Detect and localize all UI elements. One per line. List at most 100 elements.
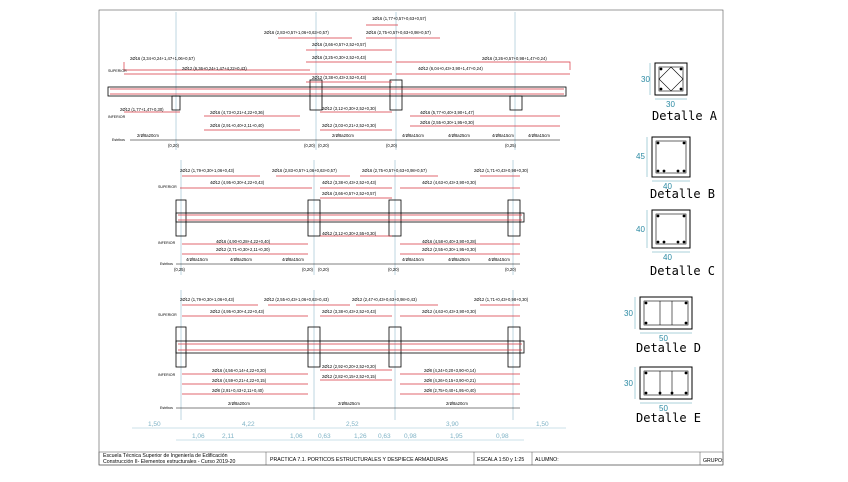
rebar-label: 2Ø12 (4,63+0,43+3,90+0,30) [422, 309, 477, 314]
section-label: INFERIOR [158, 373, 176, 377]
dim-label: (0,20) [302, 267, 314, 272]
grid-dim: 1,06 [290, 433, 303, 440]
rebar-label: 4Ø12 (3,38+0,43+2,52+0,43) [322, 180, 377, 185]
grid-dim: 2,52 [346, 421, 359, 428]
rebar-label: 2Ø16 (4,59+0,21+4,22+0,15) [212, 378, 267, 383]
rebar-label: 2Ø12 (3,38+0,43+2,52+0,43) [322, 309, 377, 314]
grid-dim: 0,98 [496, 433, 509, 440]
detail-c [646, 209, 691, 253]
detail-b [646, 136, 691, 182]
rebar-label: 4Ø16 (4,90+0,28+4,22+0,40) [216, 239, 271, 244]
dim-label: (0,20) [386, 143, 398, 148]
stirrup-label: 4rØ8a15cm [488, 257, 510, 262]
stirrup-label: 4rØ8a25cm [230, 257, 252, 262]
detail-dim: 30 [641, 75, 650, 84]
column-stub [507, 199, 521, 237]
column-stub [388, 199, 402, 237]
rebar-label: 2Ø16 (2,75+0,57+0,63+0,98+0,57) [366, 30, 431, 35]
rebar-label: 2Ø12 (2,82+0,15+2,52+0,15) [322, 374, 377, 379]
column-stub [509, 95, 523, 111]
detail-dim: 45 [636, 152, 645, 161]
practice-title: PRACTICA 7.1. PORTICOS ESTRUCTURALES Y D… [270, 457, 448, 463]
section-label: Estribos [160, 406, 173, 410]
stirrup-label: 4rØ8a25cm [448, 257, 470, 262]
stirrup-label: 4rØ8a15cm [528, 133, 550, 138]
column-stub [307, 199, 321, 237]
detail-a [649, 62, 688, 100]
grid-dim: 3,90 [446, 421, 459, 428]
rebar-label: 2Ø16 (4,56+0,14+4,22+0,20) [212, 368, 267, 373]
rebar-label: 4Ø12 (3,12+0,30+2,55+0,30) [322, 231, 377, 236]
grid-dim: 0,63 [318, 433, 331, 440]
rebar-label: 4Ø16 (5,77+0,40+3,90+1,47) [420, 110, 475, 115]
frame-2: 2Ø12 (1,79+0,30+1,06+0,43) 2Ø16 (2,83+0,… [158, 160, 529, 275]
rebar-line [123, 62, 310, 71]
rebar-label: 1Ø16 (1,77+0,57+0,63+0,57) [372, 16, 427, 21]
grid-dim: 1,50 [536, 421, 549, 428]
rebar-label: 2Ø16 (3,25+0,30+2,52+0,43) [312, 55, 367, 60]
group-label: GRUPO: [703, 458, 723, 464]
dim-label: (0,20) [304, 143, 316, 148]
stirrup-label: 2rØ8a20cm [332, 133, 354, 138]
rebar-label: 2Ø16 (3,34+0,24+1,47+1,06+0,57) [130, 56, 195, 61]
rebar-label: 2Ø16 (2,83+0,57+1,06+0,63+0,57) [264, 30, 329, 35]
detail-title: Detalle E [636, 411, 701, 425]
stirrup-label: 4rØ8a15cm [186, 257, 208, 262]
grid-dim: 1,26 [354, 433, 367, 440]
grid-dim: 0,98 [404, 433, 417, 440]
rebar-label: 2Ø12 (2,47+0,43+0,63+0,98+0,43) [352, 297, 417, 302]
rebar-label: 4Ø12 (4,63+0,43+3,90+0,30) [422, 180, 477, 185]
rebar-label: 2Ø16 (2,75+0,57+0,63+0,98+0,57) [362, 168, 427, 173]
detail-dim: 30 [624, 379, 633, 388]
course-name: Construcción II- Elementos estructurales… [103, 459, 235, 465]
section-label: SUPERIOR [158, 185, 177, 189]
sheet-border [98, 9, 724, 466]
rebar-label: 2Ø8 (2,91+0,43+2,11+0,40) [212, 388, 264, 393]
column-stub [175, 326, 187, 368]
rebar-line [396, 61, 571, 70]
detail-d [634, 296, 693, 334]
dim-label: (0,25) [174, 267, 186, 272]
grid-dim: 0,63 [378, 433, 391, 440]
stirrup-label: 4rØ8a15cm [402, 257, 424, 262]
detail-e [634, 366, 693, 404]
title-block [98, 451, 724, 466]
column-stub [307, 326, 321, 368]
rebar-label: 2Ø12 (4,95+0,30+4,22+0,43) [210, 309, 265, 314]
stirrup-label: 4rØ8a25cm [448, 133, 470, 138]
stirrup-label: 4rØ8a15cm [492, 133, 514, 138]
rebar-label: 2Ø12 (2,71+0,30+2,11+0,30) [216, 247, 270, 252]
rebar-label: 4Ø16 (4,58+0,40+3,90+0,28) [422, 239, 477, 244]
detail-title: Detalle D [636, 341, 701, 355]
detail-dim: 50 [659, 334, 668, 343]
section-label: Estribos [112, 138, 125, 142]
detail-dim: 30 [624, 309, 633, 318]
column-stub [171, 95, 181, 111]
detail-dim: 40 [663, 253, 672, 262]
stirrup-label: 4rØ8a15cm [402, 133, 424, 138]
section-label: SUPERIOR [108, 69, 127, 73]
rebar-label: 2Ø12 (3,12+0,30+2,52+0,30) [322, 106, 377, 111]
rebar-label: 2Ø12 (1,79+0,30+1,06+0,43) [180, 297, 235, 302]
dim-label: (0,20) [168, 143, 180, 148]
beam [107, 86, 567, 97]
dim-label: (0,25) [505, 143, 517, 148]
detail-dim: 30 [666, 100, 675, 109]
rebar-label: 2Ø12 (2,92+0,20+2,52+0,20) [322, 364, 377, 369]
beam [175, 212, 525, 223]
rebar-label: 2Ø12 (3,03+0,21+2,52+0,30) [322, 123, 377, 128]
scale-label: ESCALA 1:50 y 1:25 [477, 457, 524, 463]
rebar-label: 4Ø12 (6,04+0,43+3,90+1,47+0,24) [418, 66, 483, 71]
rebar-label: 2Ø12 (2,55+0,43+1,06+0,63+0,43) [264, 297, 329, 302]
rebar-label: 2Ø16 (3,66+0,57+2,52+0,57) [312, 42, 367, 47]
section-label: INFERIOR [158, 241, 176, 245]
rebar-label: 2Ø12 (2,55+0,30+1,95+0,30) [422, 247, 477, 252]
detail-dim: 40 [636, 225, 645, 234]
rebar-label: 2Ø12 (1,71+0,43+0,98+0,30) [474, 297, 529, 302]
grid-dim: 1,50 [148, 421, 161, 428]
stirrup-label: 2rØ8a25cm [338, 401, 360, 406]
rebar-label: 2Ø8 (4,26+0,15+3,90+0,21) [424, 378, 476, 383]
stirrup-label: 2rØ8a20cm [228, 401, 250, 406]
